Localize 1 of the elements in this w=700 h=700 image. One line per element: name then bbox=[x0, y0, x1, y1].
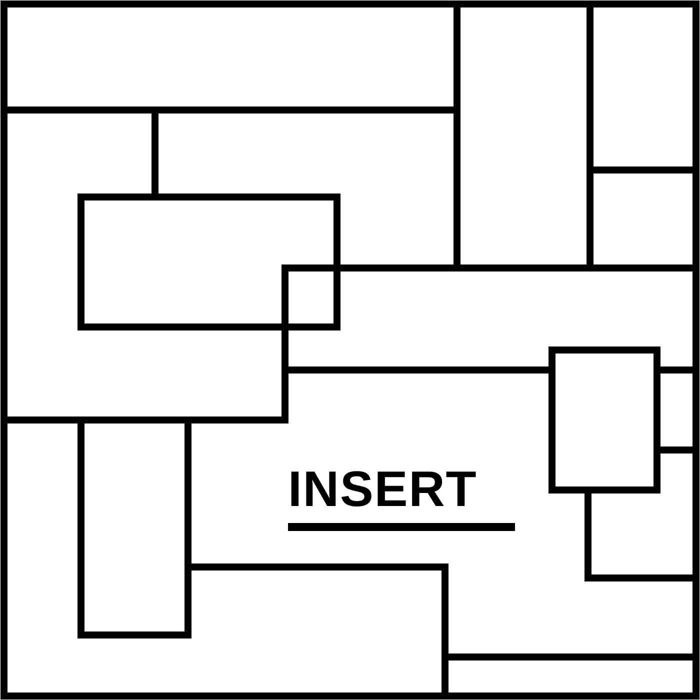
heading-text: INSERT bbox=[288, 462, 478, 516]
